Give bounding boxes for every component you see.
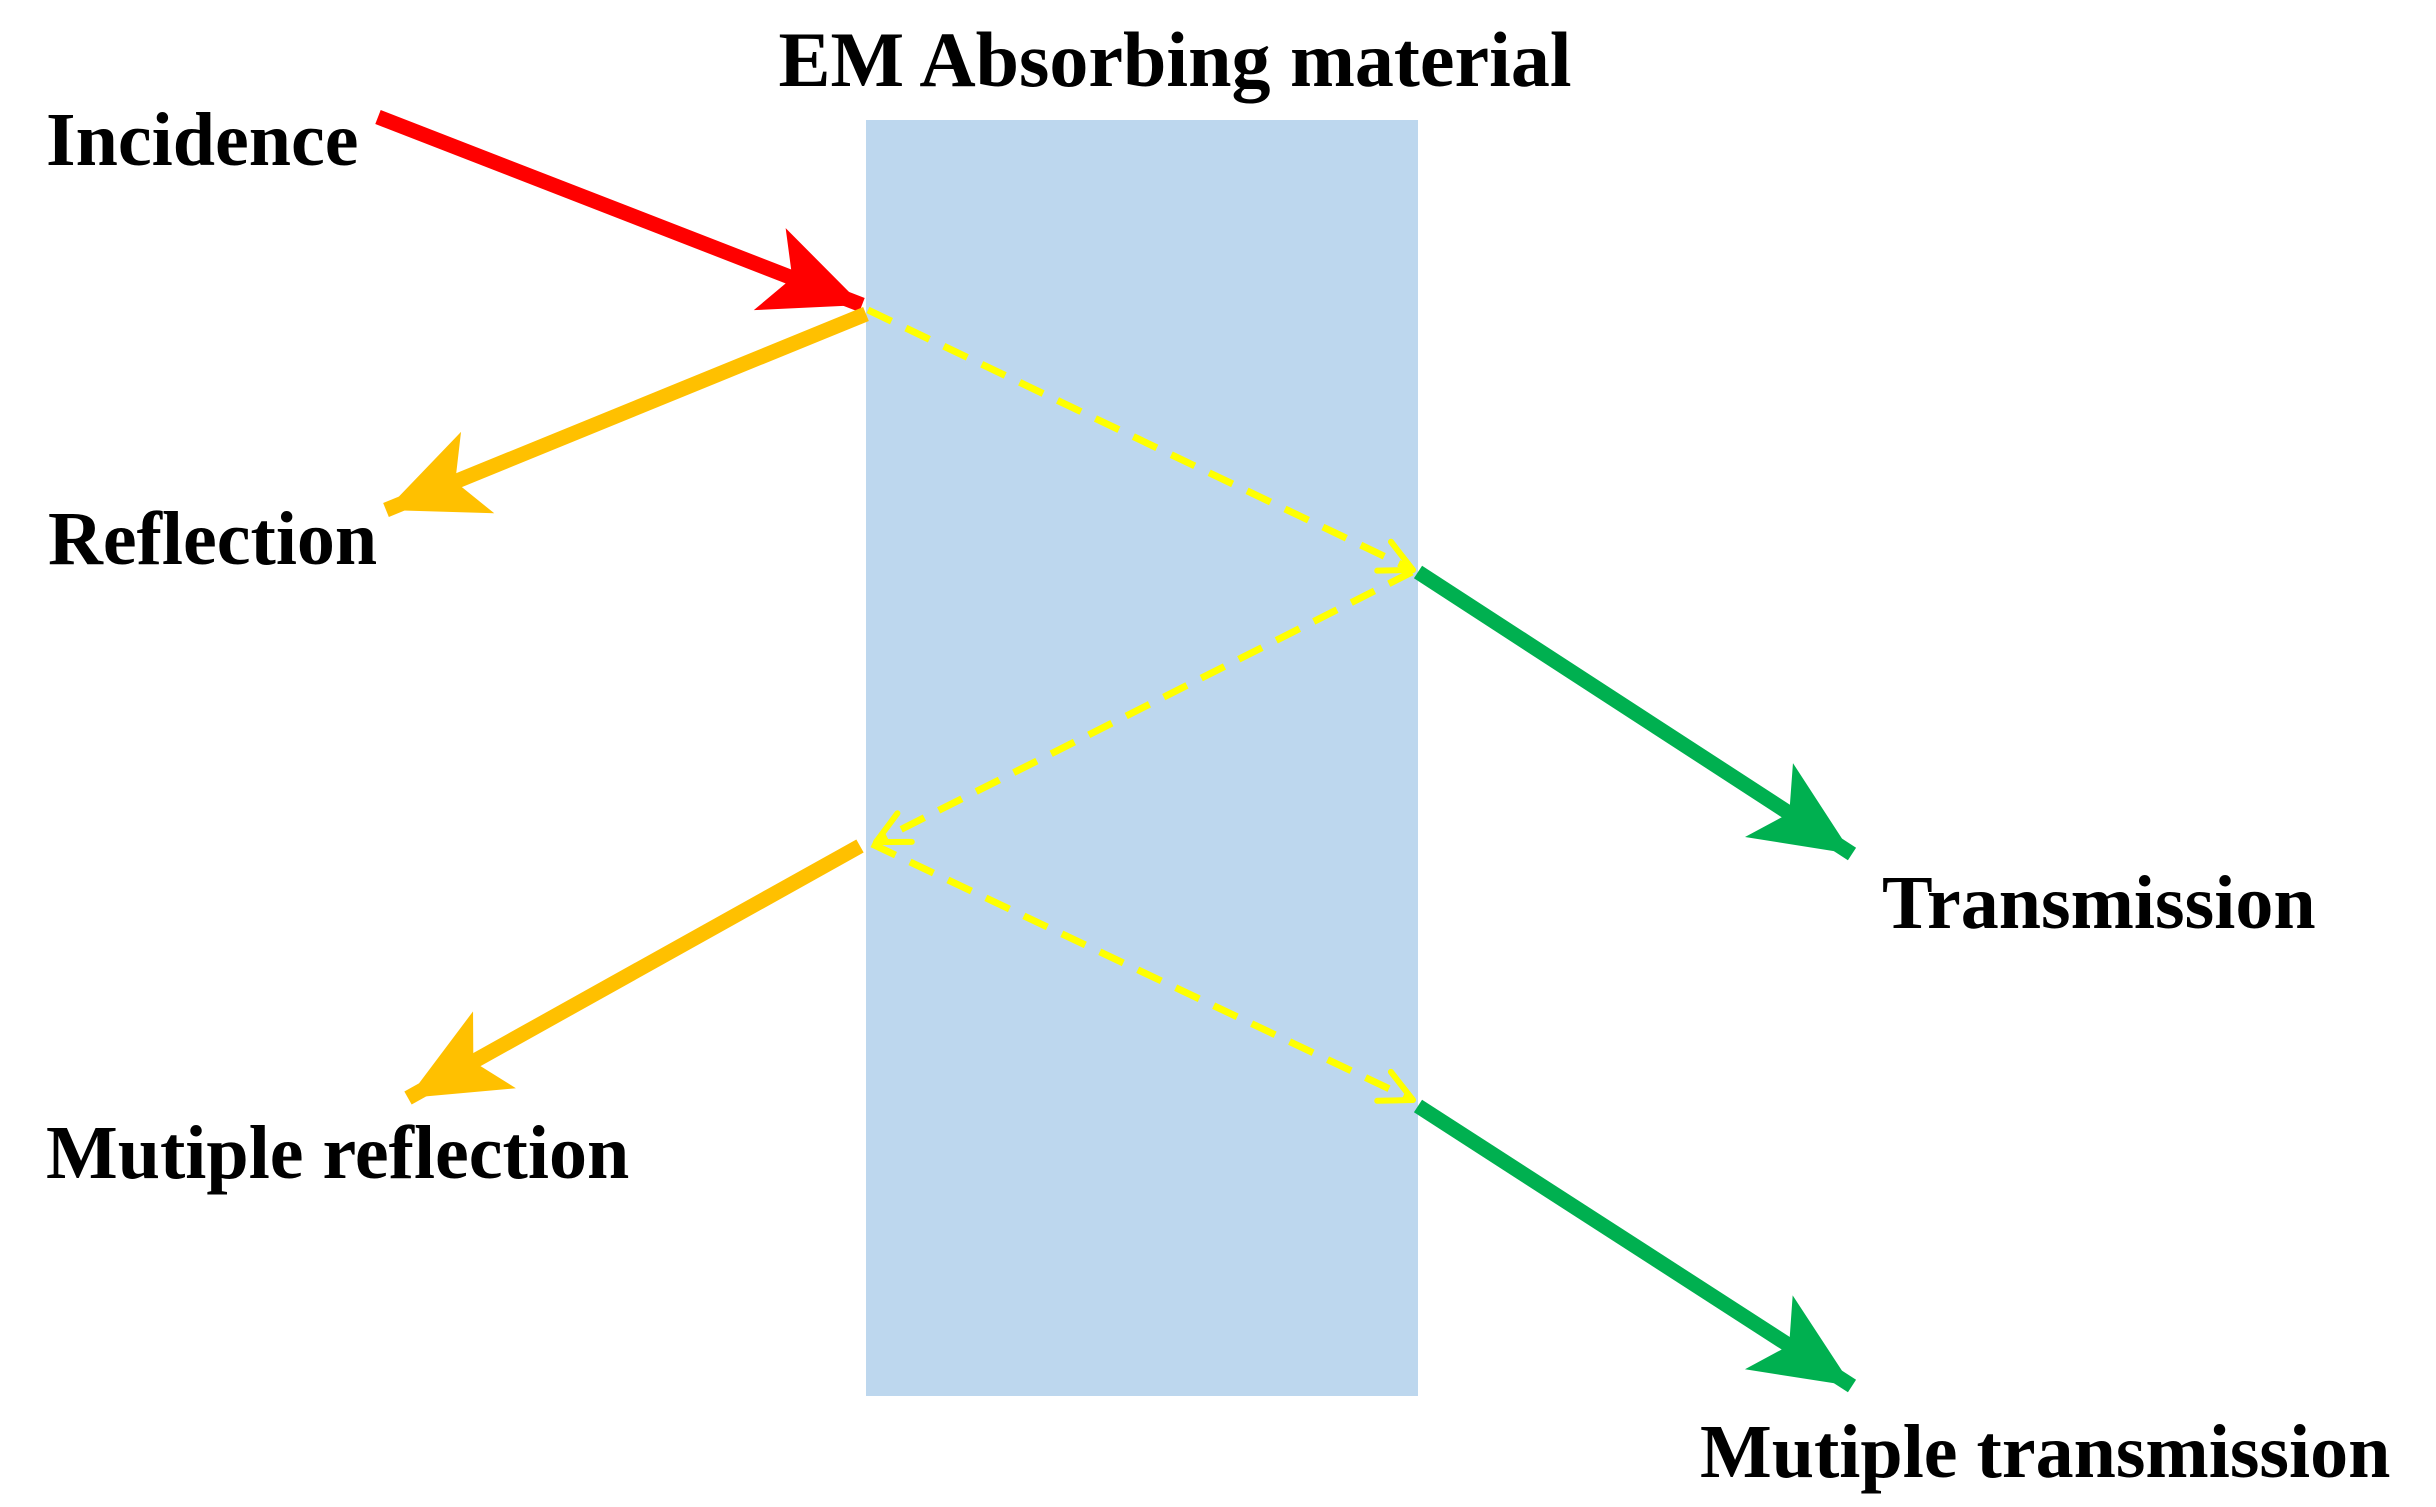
internal-path-3 bbox=[870, 840, 1416, 1104]
multiple-transmission-label: Mutiple transmission bbox=[1700, 1410, 2390, 1494]
multiple-reflection-label: Mutiple reflection bbox=[46, 1111, 629, 1195]
transmission-label: Transmission bbox=[1882, 861, 2316, 945]
reflection-arrow bbox=[383, 307, 869, 517]
diagram-title: EM Absorbing material bbox=[779, 16, 1572, 103]
transmission-arrow bbox=[1413, 565, 1857, 861]
incidence-label: Incidence bbox=[46, 98, 358, 182]
incidence-arrow bbox=[375, 110, 865, 312]
multiple-reflection-arrow bbox=[404, 839, 864, 1105]
absorbing-material-block bbox=[866, 120, 1418, 1396]
internal-path-1 bbox=[866, 306, 1416, 574]
multiple-transmission-arrow bbox=[1413, 1099, 1857, 1393]
internal-path-2 bbox=[873, 568, 1414, 846]
reflection-label: Reflection bbox=[48, 497, 377, 581]
